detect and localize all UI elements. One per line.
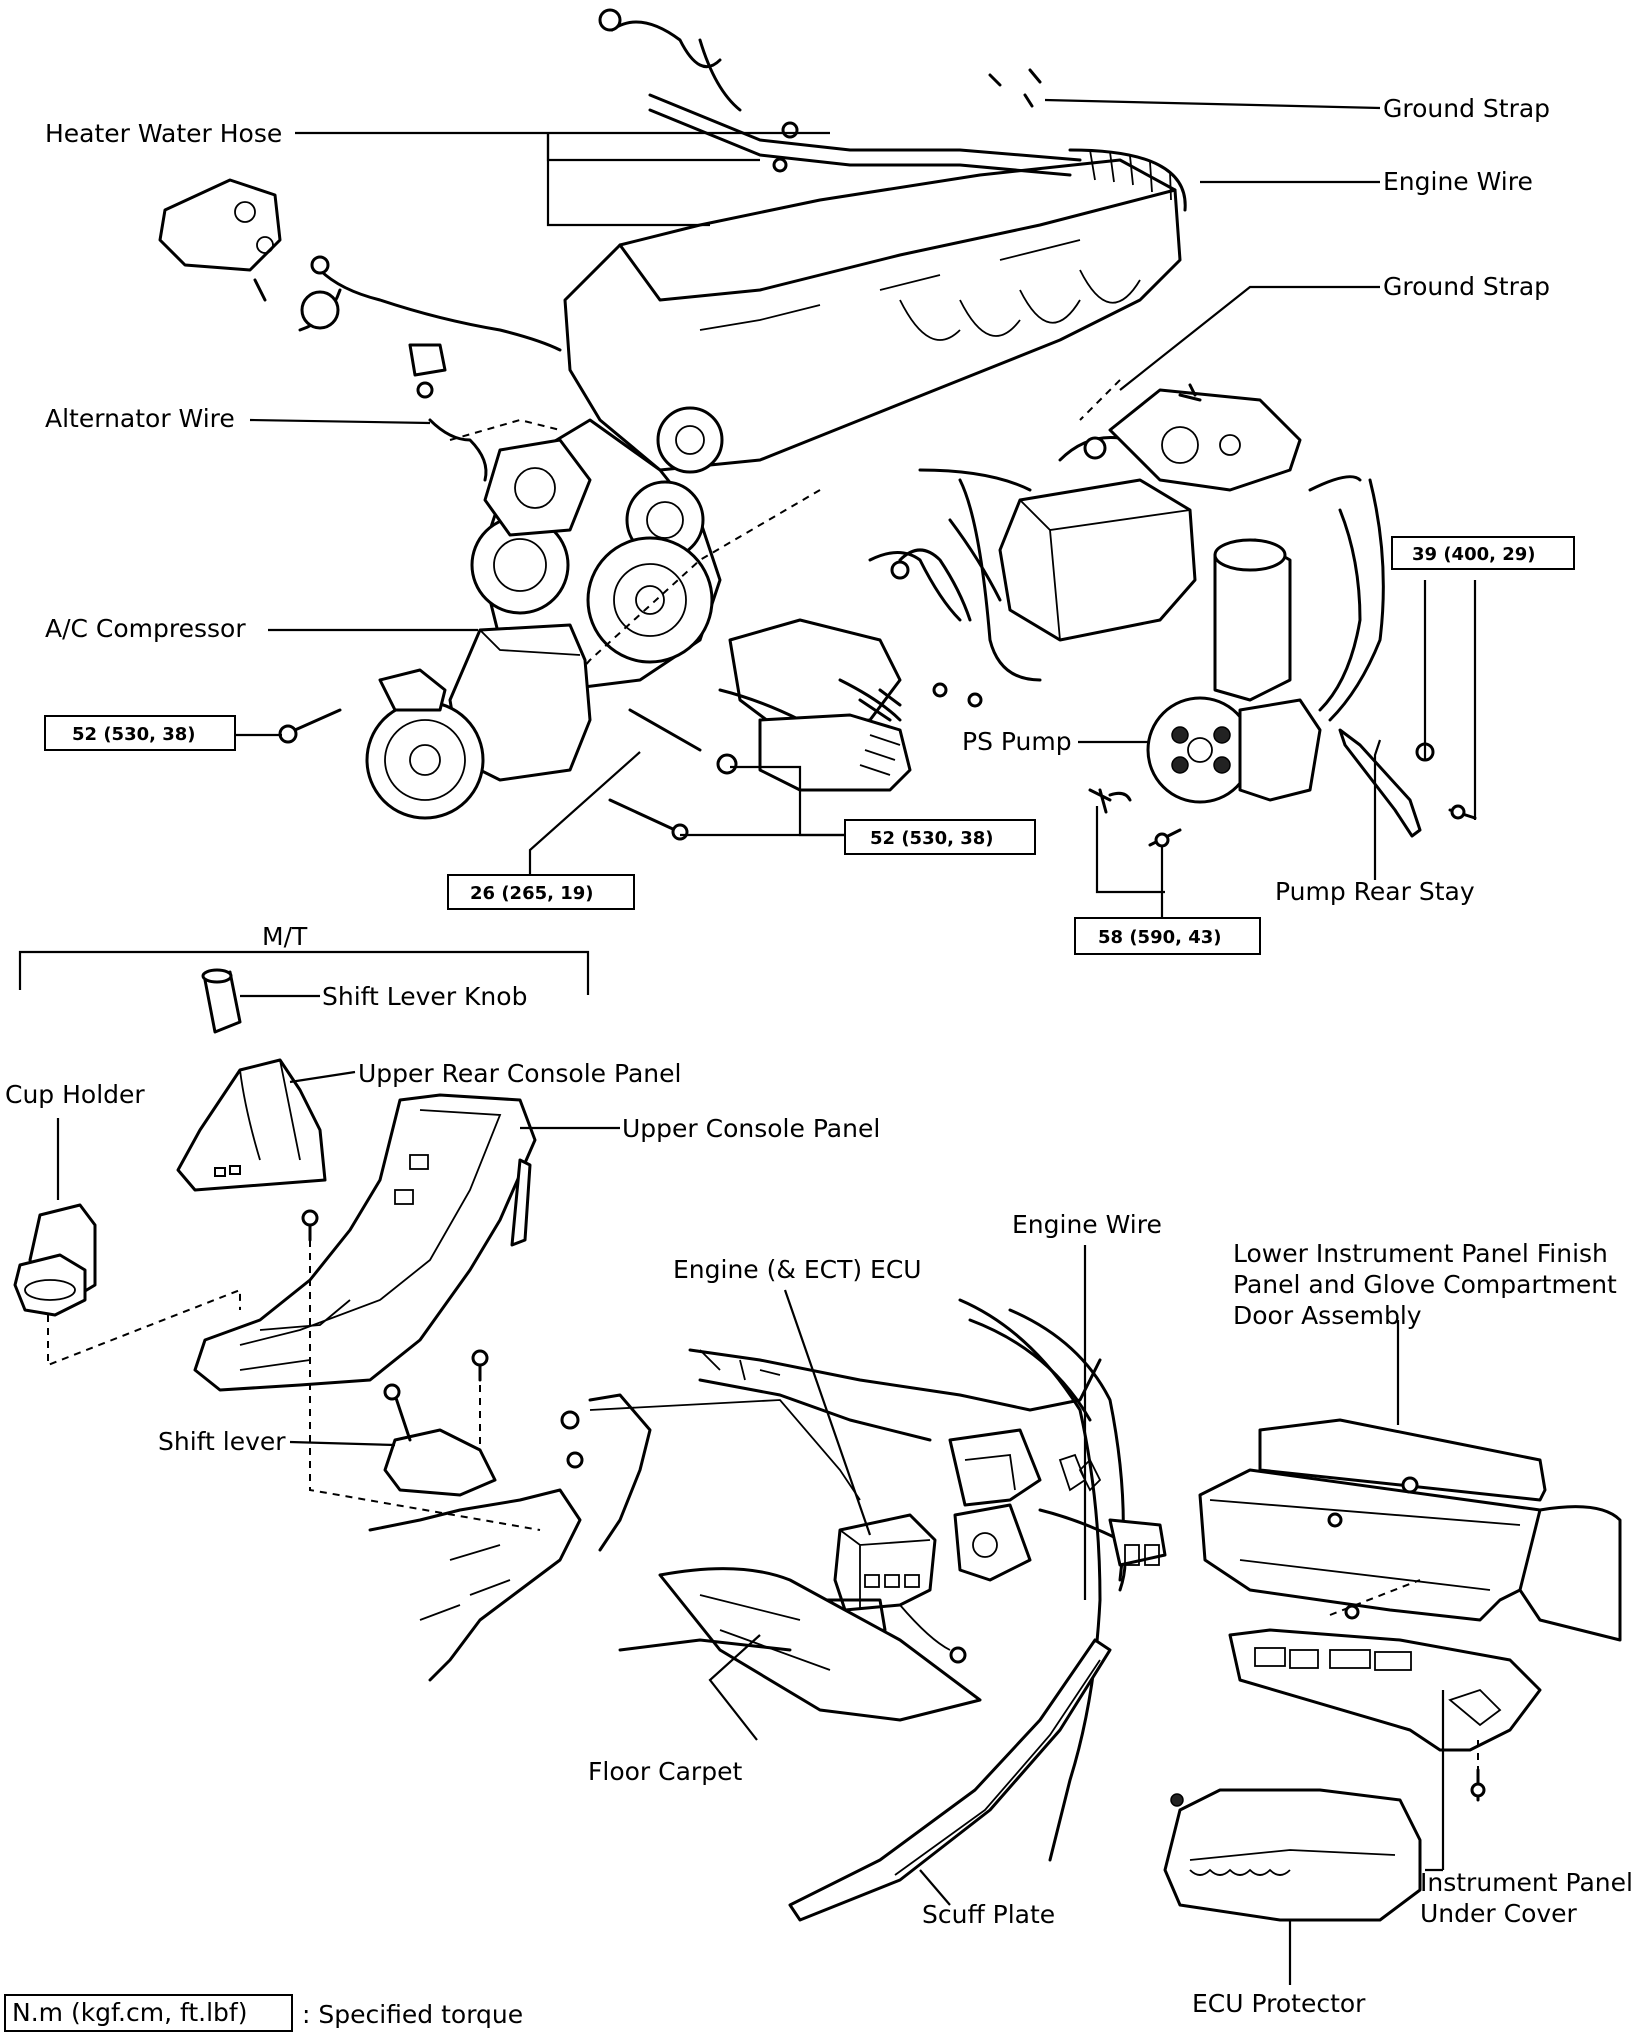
label-floor-carpet: Floor Carpet [588,1757,742,1786]
torque-legend: N.m (kgf.cm, ft.lbf) : Specified torque [4,1994,523,2032]
torque-value-39: 39 (400, 29) [1412,544,1536,565]
torque-value-52-left: 52 (530, 38) [72,724,196,745]
label-engine-wire-bottom: Engine Wire [1012,1210,1162,1239]
label-lower-instrument-panel-line3: Door Assembly [1233,1301,1422,1330]
console-parts [13,1058,652,1682]
legend-description: : Specified torque [302,2000,523,2029]
torque-box-52-right [844,819,1036,855]
label-ip-under-cover-line2: Under Cover [1420,1899,1578,1928]
torque-boxes: 39 (400, 29) 52 (530, 38) 52 (530, 38) 2… [44,536,1575,955]
engine-assembly [158,8,1477,848]
label-ip-under-cover-line1: Instrument Panel [1420,1868,1633,1897]
torque-box-39 [1391,536,1575,570]
label-ps-pump: PS Pump [962,727,1072,756]
torque-box-58 [1074,917,1261,955]
engine-leader-lines [235,98,1477,918]
torque-value-52-right: 52 (530, 38) [870,828,994,849]
label-ground-strap-top: Ground Strap [1383,94,1550,123]
label-scuff-plate: Scuff Plate [922,1900,1055,1929]
label-heater-water-hose: Heater Water Hose [45,119,282,148]
label-engine-wire-top: Engine Wire [1383,167,1533,196]
mt-bracket [18,950,590,1034]
label-ac-compressor: A/C Compressor [45,614,246,643]
torque-value-26: 26 (265, 19) [470,883,594,904]
label-mt: M/T [262,922,308,951]
torque-box-26 [447,874,635,910]
label-lower-instrument-panel-line2: Panel and Glove Compartment [1233,1270,1617,1299]
label-ground-strap-right: Ground Strap [1383,272,1550,301]
dashboard-ecu-area [589,1245,1167,1922]
label-ecu-protector: ECU Protector [1192,1989,1366,2018]
part-labels: Heater Water Hose Ground Strap Engine Wi… [5,94,1633,2018]
torque-value-58: 58 (590, 43) [1098,927,1222,948]
label-upper-rear-console-panel: Upper Rear Console Panel [358,1059,681,1088]
label-engine-ect-ecu: Engine (& ECT) ECU [673,1255,922,1284]
label-pump-rear-stay: Pump Rear Stay [1275,877,1475,906]
label-alternator-wire: Alternator Wire [45,404,235,433]
torque-box-52-left [44,715,236,751]
label-shift-lever-knob: Shift Lever Knob [322,982,527,1011]
glove-box-assembly [1163,1320,1622,1985]
legend-box [4,1994,293,2032]
label-upper-console-panel: Upper Console Panel [622,1114,880,1143]
label-cup-holder: Cup Holder [5,1080,145,1109]
legend-units: N.m (kgf.cm, ft.lbf) [12,1998,247,2027]
label-shift-lever: Shift lever [158,1427,286,1456]
label-lower-instrument-panel-line1: Lower Instrument Panel Finish [1233,1239,1608,1268]
